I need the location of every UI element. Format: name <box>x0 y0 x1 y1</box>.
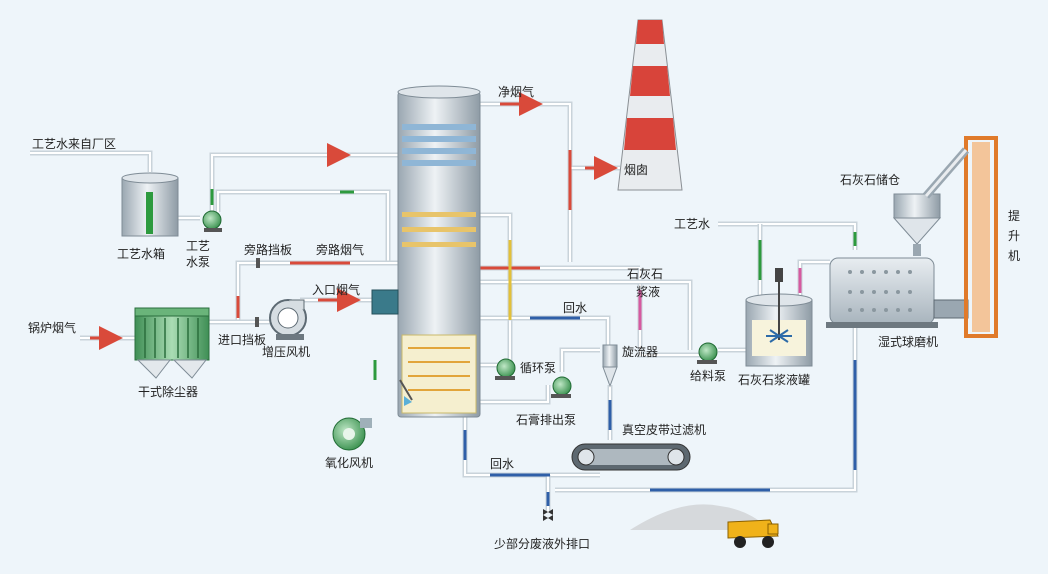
booster-fan <box>269 299 307 340</box>
label-waste-water-discharge: 少部分废液外排口 <box>494 536 590 551</box>
gypsum-discharge-pump <box>551 376 572 398</box>
label-process-water-2: 工艺水 <box>674 217 710 231</box>
label-boiler-flue-gas: 锅炉烟气 <box>28 320 76 335</box>
flow-arrows <box>90 92 857 506</box>
dry-dust-collector <box>134 307 210 379</box>
inlet-damper-valve <box>255 317 259 327</box>
spray-layers <box>402 212 476 247</box>
label-bypass-damper: 旁路挡板 <box>244 242 292 257</box>
label-limestone-slurry-1: 石灰石 <box>627 267 663 281</box>
feed-pump <box>697 342 718 364</box>
hydrocyclone <box>602 344 618 388</box>
label-process-water-tank: 工艺水箱 <box>117 246 165 261</box>
label-gypsum-discharge-pump: 石膏排出泵 <box>516 412 576 427</box>
label-booster-fan: 增压风机 <box>262 345 310 359</box>
process-water-pump <box>202 210 222 232</box>
label-process-water-pump-2: 水泵 <box>186 255 210 269</box>
label-clean-flue-gas: 净烟气 <box>498 84 534 99</box>
label-chimney: 烟囱 <box>624 163 648 177</box>
inlet-duct <box>371 289 399 315</box>
labels: 工艺水来自厂区 工艺水箱 工艺 水泵 旁路挡板 旁路烟气 净烟气 烟囱 锅炉烟气… <box>28 84 1020 551</box>
label-circulation-pump: 循环泵 <box>520 361 556 375</box>
vacuum-belt-filter <box>571 443 691 471</box>
label-feed-pump: 给料泵 <box>690 369 726 383</box>
oxidation-fan <box>332 417 372 451</box>
label-process-water-source: 工艺水来自厂区 <box>32 137 116 151</box>
label-bypass-flue-gas: 旁路烟气 <box>316 242 364 257</box>
label-return-water-1: 回水 <box>563 301 587 315</box>
circulation-pump <box>495 358 516 380</box>
bypass-damper-valve <box>256 258 260 268</box>
chimney <box>617 19 683 191</box>
label-hydrocyclone: 旋流器 <box>622 345 658 359</box>
waste-outlet-valve <box>543 509 553 521</box>
dump-truck <box>727 519 779 548</box>
bucket-elevator <box>922 136 998 338</box>
demister-layers <box>402 124 476 166</box>
label-vacuum-belt-filter: 真空皮带过滤机 <box>622 423 706 437</box>
process-water-tank <box>121 172 179 237</box>
limestone-slurry-tank <box>745 268 813 367</box>
label-oxidation-fan: 氧化风机 <box>325 456 373 470</box>
label-return-water-2: 回水 <box>490 457 514 471</box>
label-limestone-silo: 石灰石储仓 <box>840 172 900 187</box>
label-inlet-flue-gas: 入口烟气 <box>312 282 360 297</box>
limestone-silo <box>892 193 942 256</box>
label-elevator-2: 升 <box>1008 229 1020 243</box>
label-process-water-pump-1: 工艺 <box>186 239 210 253</box>
label-elevator-3: 机 <box>1008 249 1020 263</box>
absorber-tower <box>397 85 481 418</box>
label-limestone-slurry-tank: 石灰石浆液罐 <box>738 372 810 387</box>
label-wet-ball-mill: 湿式球磨机 <box>878 334 938 349</box>
label-inlet-damper: 进口挡板 <box>218 333 266 347</box>
wet-ball-mill <box>826 257 969 328</box>
label-limestone-slurry-2: 浆液 <box>636 284 660 299</box>
label-dry-dust-collector: 干式除尘器 <box>138 384 198 399</box>
label-elevator-1: 提 <box>1008 208 1020 223</box>
